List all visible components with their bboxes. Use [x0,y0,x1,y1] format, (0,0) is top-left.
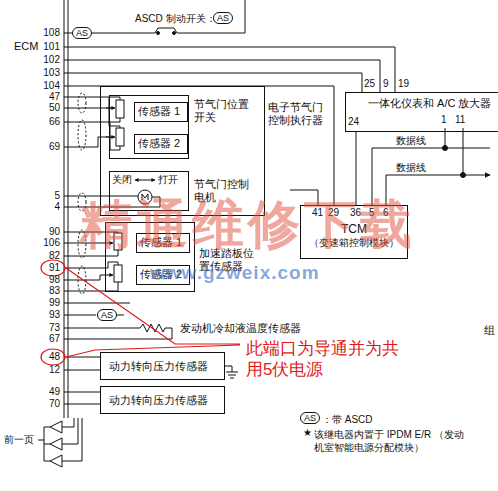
node-label: 电子节气门控制执行器 [268,101,330,127]
text-label: 24 [348,116,359,128]
sensor-box: 传感器 2 [134,134,188,154]
option-tag: AS [72,27,92,39]
pin-number: 49 [36,386,60,398]
pin-number: 5 [36,190,60,202]
data-line [386,132,463,205]
pin-number: 103 [36,67,60,79]
sensor-group: 节气门位置开关传感器 1传感器 2 [109,95,189,159]
legend-text: 该继电器内置于 IPDM E/R （发动机室智能电源分配模块） [314,428,464,454]
sensor-box: 动力转向压力传感器 [100,352,225,380]
pin-number: 73 [36,322,60,334]
data-line-ext [445,148,490,175]
pin-number: 99 [36,297,60,309]
pin-number: 82 [36,250,60,262]
data-line [372,132,445,205]
watermark: www.gzweix.com [150,262,320,284]
sensor-label: 发动机冷却液温度传感器 [180,322,301,334]
pin-number: 50 [36,102,60,114]
option-tag: AS [97,309,117,321]
pin-number: 67 [36,333,60,345]
callout-note: 此端口为导通并为共用5伏电源 [246,338,411,380]
pin-number: 12 [36,364,60,376]
pin-number: 93 [36,309,60,321]
node-label: 节气门位置开关 [194,98,254,124]
text-label: 11 [455,114,465,126]
node-label: 动力转向压力传感器 [101,387,224,407]
amp-box: 一体化仪表和 A/C 放大器 [345,92,498,132]
pin-number: 48 [36,351,60,363]
pin-number: 106 [36,237,60,249]
node-label: 动力转向压力传感器 [101,353,224,373]
text-label: 组 [484,324,495,336]
text-label: 25 [364,78,375,90]
node-label: 传感器 2 [135,135,187,150]
pin-number: 98 [36,274,60,286]
sensor-box: 传感器 1 [134,102,188,122]
pin-number: 69 [36,141,60,153]
option-tag: AS [213,12,233,24]
watermark: 精通维修下载 [80,196,416,252]
pin-number: 66 [36,116,60,128]
pin-number: 102 [36,54,60,66]
text-label: 19 [398,78,409,90]
pin-number: 91 [36,262,60,274]
pin-number: 83 [36,285,60,297]
node-label: 传感器 1 [135,103,187,118]
pin-number: 90 [36,226,60,238]
node-label: 一体化仪表和 A/C 放大器 [346,93,498,110]
pin-number: 104 [36,80,60,92]
pin-number: 101 [36,41,60,53]
ascd-wire [64,0,245,33]
edge-label: 数据线 [395,162,427,174]
text-label: ECM [14,40,38,52]
text-label: 9 [383,78,389,90]
pin-number: 47 [36,91,60,103]
pin-number: 108 [36,27,60,39]
text-label: ★ [303,427,312,439]
coolant-sensor [64,324,172,339]
text-label: 1 [441,114,447,126]
pin-number: 70 [36,398,60,410]
option-tag: AS [300,412,320,424]
pin-number: 4 [36,201,60,213]
text-label: 打开 [158,174,178,186]
sensor-box: 动力转向压力传感器 [100,386,225,414]
page-connectors [38,418,82,461]
text-label: ASCD 制动开关： [135,13,216,25]
tps-wires [64,97,120,150]
text-label: 关闭 [112,174,132,186]
legend-text: ：带 ASCD [322,413,373,426]
text-label: 前一页 [4,434,34,446]
edge-label: 数据线 [395,135,427,147]
